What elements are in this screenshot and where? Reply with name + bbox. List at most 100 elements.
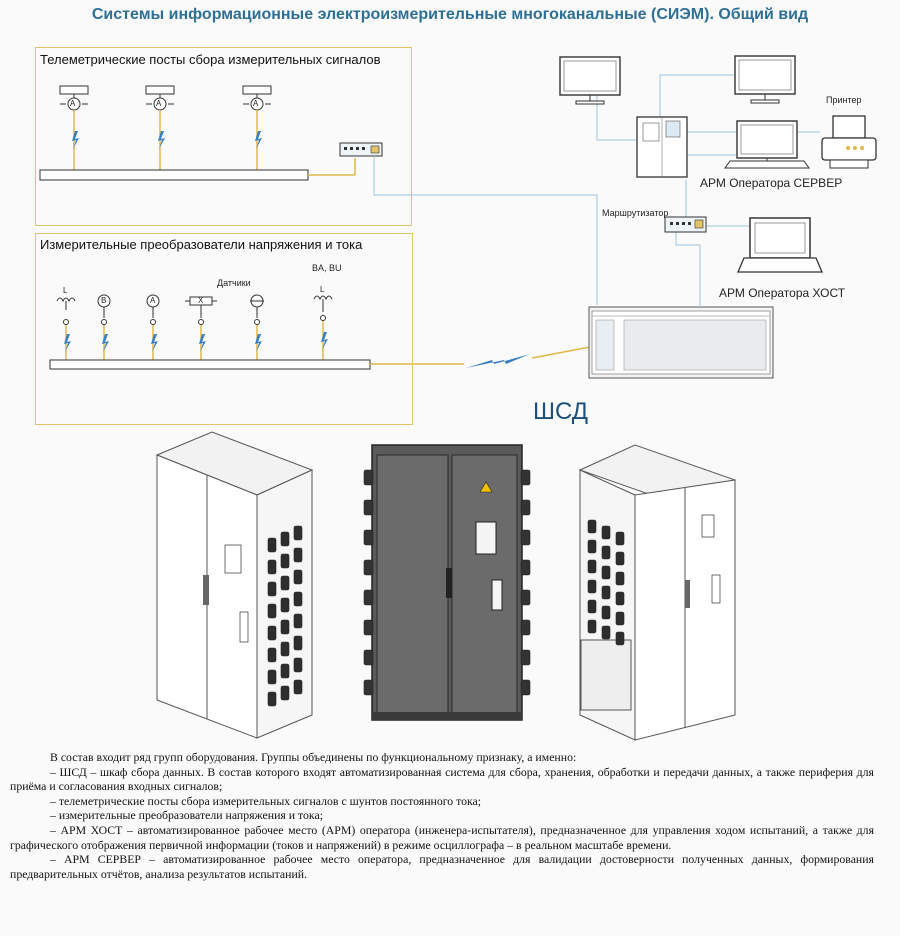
connector-plug — [587, 559, 597, 574]
server-workstation-icon — [724, 120, 810, 169]
server-icon — [636, 116, 688, 178]
host-label: АРМ Оператора ХОСТ — [719, 286, 846, 300]
connector-plug — [280, 641, 290, 657]
telemetry-post-1 — [59, 85, 89, 170]
connector-plug — [520, 589, 531, 606]
connector-plug — [363, 469, 374, 486]
connector-plug — [280, 553, 290, 569]
monitor-icon-2 — [734, 55, 796, 104]
sensors-label: Датчики — [217, 278, 251, 288]
connector-plug — [267, 603, 277, 619]
converters-title: Измерительные преобразователи напряжения… — [40, 237, 363, 252]
connector-plug — [601, 585, 611, 600]
router-icon — [664, 216, 707, 233]
description-paragraph-1: В состав входит ряд групп оборудования. … — [50, 750, 577, 764]
connector-plug — [280, 531, 290, 547]
connector-plug — [587, 519, 597, 534]
connector-plug — [267, 581, 277, 597]
connector-plug — [280, 575, 290, 591]
printer-icon — [821, 115, 877, 169]
connector-plug — [587, 539, 597, 554]
connector-plug — [293, 525, 303, 541]
description-paragraph-3: – телеметрические посты сбора измеритель… — [50, 793, 482, 808]
connector-plug — [280, 663, 290, 679]
connector-plug — [520, 619, 531, 636]
connector-plug — [267, 559, 277, 575]
sensor-coil-2 — [313, 295, 333, 360]
connector-plug — [601, 605, 611, 620]
shsd-label: ШСД — [533, 398, 589, 425]
connector-plug — [363, 589, 374, 606]
connector-plug — [520, 499, 531, 516]
data-cabinet-icon — [588, 306, 774, 379]
connector-plug — [293, 635, 303, 651]
description-paragraph-6: – АРМ СЕРВЕР – автоматизированное рабоче… — [10, 852, 874, 881]
sensor-symbol-a: A — [150, 296, 156, 305]
connector-plug — [267, 537, 277, 553]
wireless-link-icon — [466, 354, 530, 368]
sensor-coil-1 — [56, 297, 76, 360]
connector-plug — [363, 649, 374, 666]
sensor-b — [97, 294, 111, 360]
sensor-a — [146, 294, 160, 360]
connector-plug — [601, 625, 611, 640]
sensor-symbol-b: B — [101, 296, 107, 305]
connector-plug — [615, 531, 625, 546]
connector-plug — [293, 547, 303, 563]
connector-plug — [363, 529, 374, 546]
converters-group — [35, 233, 413, 425]
printer-label: Принтер — [826, 95, 862, 105]
connector-plug — [280, 597, 290, 613]
connector-plug — [520, 559, 531, 576]
connector-plug — [615, 611, 625, 626]
connector-plug — [363, 619, 374, 636]
meter-label-2: A — [156, 99, 162, 108]
connector-plug — [293, 591, 303, 607]
connector-plug — [293, 613, 303, 629]
connector-plug — [267, 691, 277, 707]
sensor-x — [185, 296, 217, 360]
connector-plug — [293, 679, 303, 695]
connector-plug — [587, 619, 597, 634]
connector-plug — [280, 685, 290, 701]
ba-bu-label: BA, BU — [312, 263, 342, 273]
description-paragraph-4: – измерительные преобразователи напряжен… — [50, 808, 323, 823]
connector-plug — [293, 657, 303, 673]
host-laptop-icon — [737, 217, 823, 273]
connector-plug — [267, 625, 277, 641]
sensor-symbol-l1: L — [63, 286, 68, 295]
connector-plug — [615, 571, 625, 586]
connector-plug — [615, 591, 625, 606]
sensor-symbol-x: X — [198, 296, 204, 305]
connector-plug — [363, 499, 374, 516]
connector-plug — [520, 529, 531, 546]
connector-plug — [520, 649, 531, 666]
connector-plug — [293, 569, 303, 585]
meter-label-3: A — [253, 99, 259, 108]
connector-plug — [280, 619, 290, 635]
monitor-icon — [559, 56, 621, 105]
connector-plug — [363, 679, 374, 696]
description-text: В состав входит ряд групп оборудования. … — [10, 750, 874, 881]
router-label: Маршрутизатор — [602, 208, 669, 218]
connector-plug — [520, 679, 531, 696]
connector-plug — [601, 565, 611, 580]
connector-plug — [587, 599, 597, 614]
telemetry-posts-group — [35, 47, 412, 226]
telemetry-post-2 — [145, 85, 175, 170]
connector-plug — [587, 579, 597, 594]
connector-plug — [267, 669, 277, 685]
connector-plug — [363, 559, 374, 576]
description-paragraph-2: – ШСД – шкаф сбора данных. В состав кото… — [10, 764, 874, 794]
connector-plug — [520, 469, 531, 486]
meter-label-1: A — [70, 99, 76, 108]
description-paragraph-5: – АРМ ХОСТ – автоматизированное рабочее … — [10, 822, 874, 852]
telemetry-post-3 — [242, 85, 272, 170]
connector-plug — [601, 525, 611, 540]
cabinet-front-view — [371, 444, 523, 721]
connector-plug — [615, 631, 625, 646]
server-label: АРМ Оператора СЕРВЕР — [700, 176, 843, 190]
telemetry-posts-title: Телеметрические посты сбора измерительны… — [40, 52, 381, 67]
